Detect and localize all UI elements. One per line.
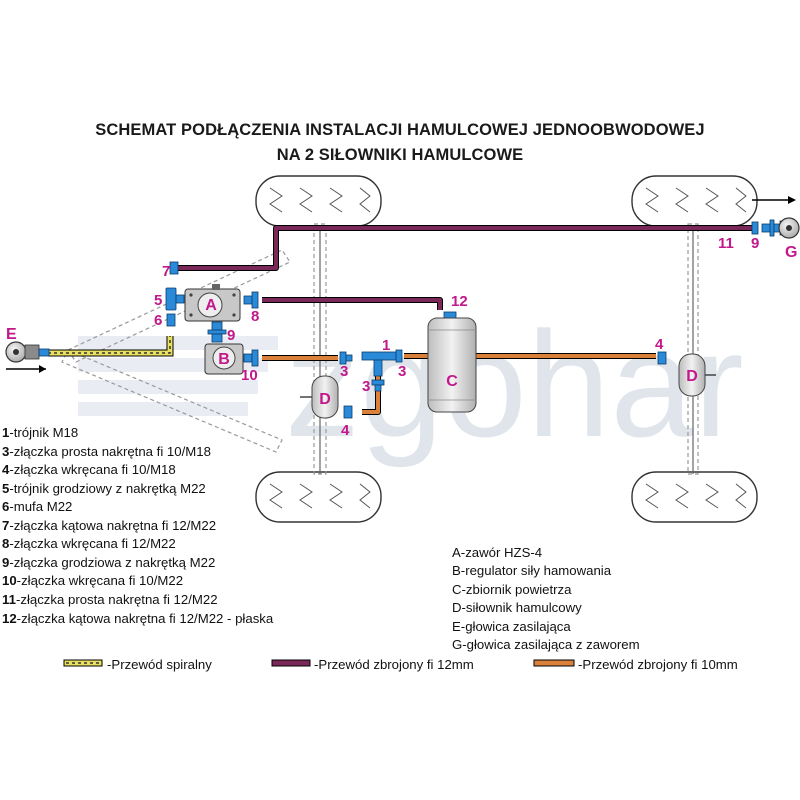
- legend-item-number: 12: [2, 610, 17, 626]
- legend-item-c: C-zbiornik powietrza: [452, 581, 571, 599]
- label-3-left: 3: [340, 363, 348, 380]
- legend-item-number: 1: [2, 425, 10, 440]
- legend-item-3: 3-złączka prosta nakrętna fi 10/M18: [2, 443, 211, 462]
- legend-item-text: -złączka wkręcana fi 10/M22: [16, 573, 184, 589]
- label-d-left: D: [319, 391, 331, 408]
- legend-item-number: 4: [2, 462, 10, 478]
- watermark-text: zgohar: [285, 300, 744, 468]
- legend-item-letter: B: [452, 563, 461, 579]
- pipe-legend-spiral: -Przewód spiralny: [107, 657, 212, 672]
- legend-item-b: B-regulator siły hamowania: [452, 562, 611, 580]
- pipe-legend-swatches: [63, 659, 575, 667]
- label-9-head: 9: [751, 235, 759, 252]
- legend-item-number: 6: [2, 499, 10, 515]
- legend-item-g: G-głowica zasilająca z zaworem: [452, 636, 640, 654]
- coupling-head-g: [752, 196, 800, 239]
- legend-item-a: A-zawór HZS-4: [452, 544, 542, 562]
- label-d-right: D: [686, 368, 698, 385]
- regulator-b: [204, 343, 244, 375]
- legend-item-letter: D: [452, 600, 462, 616]
- legend-item-number: 3: [2, 443, 10, 459]
- legend-item-text: -siłownik hamulcowy: [461, 600, 582, 616]
- label-6: 6: [154, 312, 162, 329]
- watermark: zgohar: [78, 300, 744, 468]
- legend-item-7: 7-złączka kątowa nakrętna fi 12/M22: [2, 517, 216, 536]
- label-11: 11: [718, 235, 734, 252]
- spiral-pipe: [48, 336, 174, 357]
- brake-cylinder-d-left: [300, 375, 339, 419]
- legend-item-text: -złączka kątowa nakrętna fi 12/M22: [9, 517, 217, 533]
- label-7: 7: [162, 263, 170, 280]
- legend-item-11: 11-złączka prosta nakrętna fi 12/M22: [2, 591, 218, 610]
- brake-cylinder-d-right: [678, 353, 716, 397]
- legend-item-text: -złączka prosta nakrętna fi 10/M18: [9, 443, 211, 459]
- legend-item-8: 8-złączka wkręcana fi 12/M22: [2, 535, 176, 554]
- legend-item-text: -regulator siły hamowania: [460, 563, 612, 579]
- legend-item-text: -zawór HZS-4: [460, 545, 543, 560]
- legend-item-number: 8: [2, 536, 10, 552]
- legend-item-text: -złączka wkręcana fi 10/M18: [9, 462, 176, 478]
- title-line-2: NA 2 SIŁOWNIKI HAMULCOWE: [276, 146, 524, 164]
- legend-item-5: 5-trójnik grodziowy z nakrętką M22: [2, 480, 206, 499]
- tire-rear-right: [631, 471, 758, 523]
- legend-item-text: -złączka kątowa nakrętna fi 12/M22 - pła…: [16, 610, 274, 626]
- valve-a: [184, 284, 241, 322]
- pipe-legend-fi12: -Przewód zbrojony fi 12mm: [314, 657, 474, 672]
- tire-front-left: [255, 175, 382, 227]
- label-4-left: 4: [341, 422, 350, 439]
- label-9-valve: 9: [227, 327, 235, 344]
- legend-item-text: -trójnik grodziowy z nakrętką M22: [9, 480, 206, 496]
- legend-item-number: 5: [2, 480, 10, 496]
- legend-item-number: 7: [2, 517, 10, 533]
- label-1: 1: [382, 337, 390, 354]
- legend-item-text: -mufa M22: [9, 499, 73, 515]
- label-g: G: [785, 244, 797, 261]
- label-e: E: [6, 326, 17, 343]
- legend-item-text: -zbiornik powietrza: [461, 581, 572, 597]
- legend-item-text: -trójnik M18: [9, 425, 79, 440]
- fittings: [165, 219, 781, 419]
- legend-item-10: 10-złączka wkręcana fi 10/M22: [2, 572, 183, 591]
- legend-item-letter: G: [452, 637, 463, 652]
- label-10: 10: [241, 367, 258, 384]
- label-8: 8: [251, 308, 259, 325]
- legend-item-number: 11: [2, 591, 16, 607]
- tire-rear-left: [255, 471, 382, 523]
- legend-item-9: 9-złączka grodziowa z nakrętką M22: [2, 554, 215, 573]
- legend-item-4: 4-złączka wkręcana fi 10/M18: [2, 461, 176, 480]
- coupling-head-e: [5, 341, 50, 373]
- title-line-1: SCHEMAT PODŁĄCZENIA INSTALACJI HAMULCOWE…: [95, 121, 705, 139]
- legend-item-text: -złączka prosta nakrętna fi 12/M22: [15, 591, 218, 607]
- legend-item-text: -złączka wkręcana fi 12/M22: [9, 536, 176, 552]
- legend-item-d: D-siłownik hamulcowy: [452, 599, 582, 617]
- label-b: B: [218, 351, 230, 368]
- pipe-legend-fi10: -Przewód zbrojony fi 10mm: [578, 657, 738, 672]
- air-tank-c: [427, 317, 477, 413]
- legend-item-letter: E: [452, 618, 461, 634]
- legend-item-text: -złączka grodziowa z nakrętką M22: [9, 554, 216, 570]
- label-5: 5: [154, 292, 162, 309]
- tire-front-right: [631, 175, 758, 227]
- legend-item-text: -głowica zasilająca z zaworem: [462, 637, 640, 652]
- legend-item-1: 1-trójnik M18: [2, 424, 78, 443]
- legend-item-number: 9: [2, 554, 10, 570]
- label-a: A: [205, 297, 217, 314]
- label-c: C: [446, 373, 458, 390]
- label-3-right: 3: [398, 363, 406, 380]
- legend-item-e: E-głowica zasilająca: [452, 618, 571, 636]
- legend-item-text: -głowica zasilająca: [460, 618, 571, 634]
- legend-item-letter: C: [452, 581, 462, 597]
- label-4-right: 4: [655, 336, 664, 353]
- legend-item-letter: A: [452, 545, 461, 560]
- legend-item-number: 10: [2, 573, 17, 589]
- legend-item-12: 12-złączka kątowa nakrętna fi 12/M22 - p…: [2, 610, 273, 629]
- label-3-below: 3: [362, 378, 370, 395]
- legend-item-6: 6-mufa M22: [2, 498, 72, 517]
- label-12: 12: [451, 293, 468, 310]
